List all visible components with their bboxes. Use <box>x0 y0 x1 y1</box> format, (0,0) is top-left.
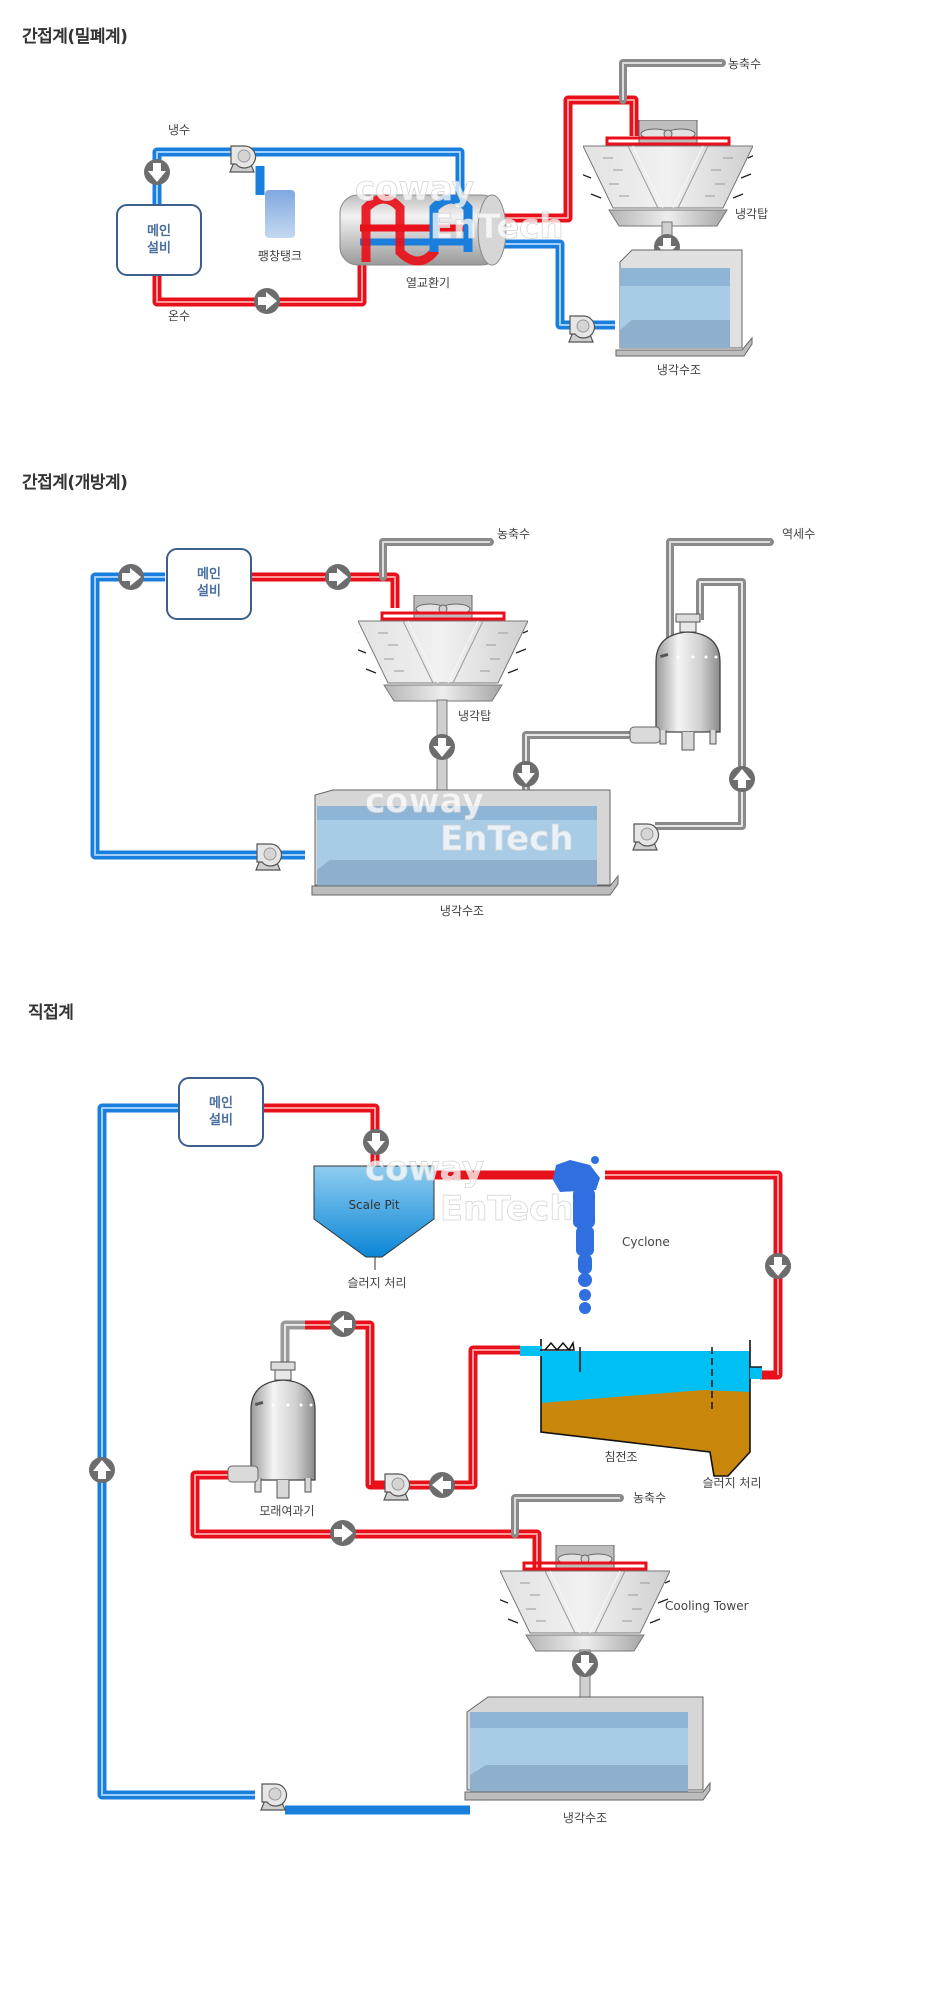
pump-icon <box>229 145 257 173</box>
watermark-line2: EnTech <box>440 819 574 859</box>
flow-arrow-right-icon <box>254 288 280 314</box>
flow-arrow-down-icon <box>765 1253 791 1279</box>
cooling-basin-label: 냉각수조 <box>440 904 484 918</box>
main-equipment-label-1: 메인 <box>147 223 171 239</box>
watermark-line1: coway <box>365 1149 484 1189</box>
flow-arrow-right-icon <box>118 564 144 590</box>
sand-filter-label: 모래여과기 <box>259 1504 314 1518</box>
main-equipment-label-1: 메인 <box>209 1095 233 1111</box>
cyclone-label: Cyclone <box>622 1235 670 1249</box>
flow-arrow-down-icon <box>429 734 455 760</box>
main-equipment-box <box>178 1077 264 1147</box>
backwash-label: 역세수 <box>782 527 815 541</box>
cooling-basin-label: 냉각수조 <box>563 1811 607 1825</box>
diagram-open-indirect: 메인 설비 냉각탑 냉각수조 농축수 역세수 coway EnTe <box>90 527 815 918</box>
scale-pit <box>313 1165 435 1258</box>
sand-filter-icon <box>655 613 721 751</box>
cooling-tower-label: 냉각탑 <box>735 207 768 221</box>
cooling-tower-icon <box>583 120 753 228</box>
cooling-basin <box>311 789 619 896</box>
watermark-line1: coway <box>365 781 484 821</box>
pipe-blowdown <box>511 1494 624 1538</box>
pump-icon <box>260 1783 288 1811</box>
expansion-tank <box>265 190 295 238</box>
warm-water-label: 온수 <box>168 309 190 323</box>
flow-arrow-right-icon <box>325 564 351 590</box>
sand-filter-icon <box>250 1361 316 1499</box>
pipe-filter-to-tower <box>190 1470 542 1570</box>
pump-icon <box>255 843 283 871</box>
watermark-line2: EnTech <box>430 207 564 247</box>
pipe-blowdown <box>379 538 494 581</box>
main-equipment-label-2: 설비 <box>197 584 221 599</box>
watermark-line1: coway <box>355 169 474 209</box>
main-equipment-box <box>166 548 252 620</box>
cooling-tower-icon <box>500 1545 670 1653</box>
blowdown-label: 농축수 <box>497 527 530 541</box>
cold-water-label: 냉수 <box>168 123 190 137</box>
section-title-open-indirect: 간접계(개방계) <box>22 473 128 493</box>
cooling-basin-label: 냉각수조 <box>657 363 701 377</box>
main-equipment-label-1: 메인 <box>197 566 221 582</box>
sludge-treatment-label: 슬러지 처리 <box>347 1276 406 1290</box>
diagram-closed-indirect: 메인 설비 팽창탱크 열교환기 냉각탑 <box>116 57 768 377</box>
main-equipment-box <box>116 204 202 276</box>
heat-exchanger-label: 열교환기 <box>406 276 450 290</box>
flow-arrow-down-icon <box>144 159 170 185</box>
expansion-tank-label: 팽창탱크 <box>258 249 302 263</box>
main-equipment-label-2: 설비 <box>209 1113 233 1128</box>
pipe-cold-from-basin <box>500 239 615 330</box>
cooling-tower-icon <box>358 595 528 703</box>
flow-arrow-down-icon <box>513 761 539 787</box>
scale-pit-label: Scale Pit <box>348 1198 399 1212</box>
flow-arrow-up-icon <box>729 766 755 792</box>
settling-tank-label: 침전조 <box>604 1450 637 1464</box>
flow-arrow-left-icon <box>330 1311 356 1337</box>
blowdown-label: 농축수 <box>728 57 761 71</box>
pipe-hot-supply <box>245 572 400 608</box>
cooling-basin <box>464 1696 711 1801</box>
watermark-line2: EnTech <box>440 1189 574 1229</box>
main-equipment-label-2: 설비 <box>147 241 171 256</box>
section-title-closed-indirect: 간접계(밀폐계) <box>22 27 128 47</box>
settling-tank <box>520 1339 762 1477</box>
pump-icon <box>632 823 660 851</box>
sludge-treatment-label-2: 슬러지 처리 <box>702 1476 761 1490</box>
flow-arrow-right-icon <box>330 1520 356 1546</box>
flow-arrow-up-icon <box>89 1457 115 1483</box>
flow-arrow-left-icon <box>429 1472 455 1498</box>
blowdown-label: 농축수 <box>633 1491 666 1505</box>
pipe-hot-to-scale-pit <box>262 1103 380 1168</box>
pipe-blowdown <box>619 59 726 104</box>
cyclone-icon <box>553 1156 600 1314</box>
section-title-direct: 직접계 <box>28 1003 74 1023</box>
flow-arrow-down-icon <box>572 1651 598 1677</box>
cooling-basin <box>615 249 753 357</box>
pump-icon <box>568 315 596 343</box>
pump-icon <box>383 1473 411 1501</box>
diagram-direct: 메인 설비 Scale Pit 슬러지 처리 Cyclone <box>89 1077 791 1825</box>
cooling-tower-label: Cooling Tower <box>665 1599 749 1613</box>
heat-exchanger <box>339 194 507 266</box>
cooling-tower-label: 냉각탑 <box>458 709 491 723</box>
